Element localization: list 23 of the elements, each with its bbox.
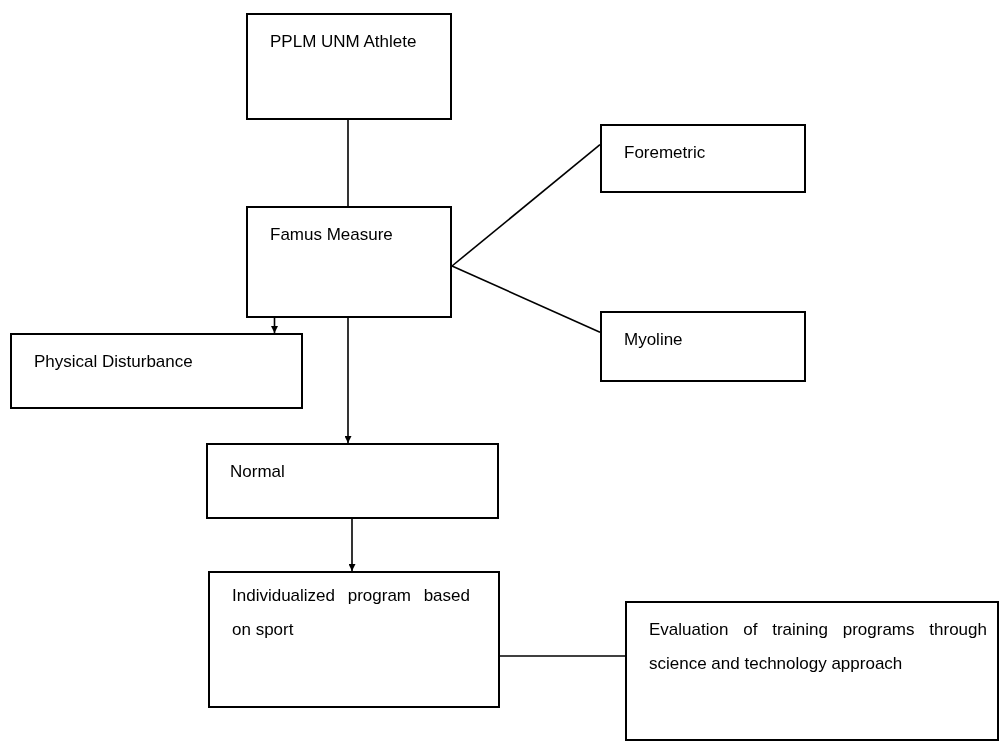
connector-line [347,119,349,207]
arrow [348,518,356,572]
box-label: Evaluation of training programs through science and technology approach [649,619,987,675]
arrow [344,317,352,444]
box-label: Normal [230,461,286,483]
process-box [600,311,806,382]
process-box [600,124,806,193]
connector-line [499,655,626,657]
process-box [206,443,499,519]
box-label: Famus Measure [270,224,394,246]
process-box [208,571,500,708]
box-label: Myoline [624,329,684,351]
process-box [625,601,999,741]
process-box [246,13,452,120]
connector-line [451,143,601,267]
connector-line [451,265,601,334]
box-label: Individualized program based on sport [232,585,470,641]
box-label: Physical Disturbance [34,351,194,373]
process-box [10,333,303,409]
box-label: PPLM UNM Athlete [270,31,418,53]
arrow [271,317,278,334]
box-label: Foremetric [624,142,707,164]
process-box [246,206,452,318]
